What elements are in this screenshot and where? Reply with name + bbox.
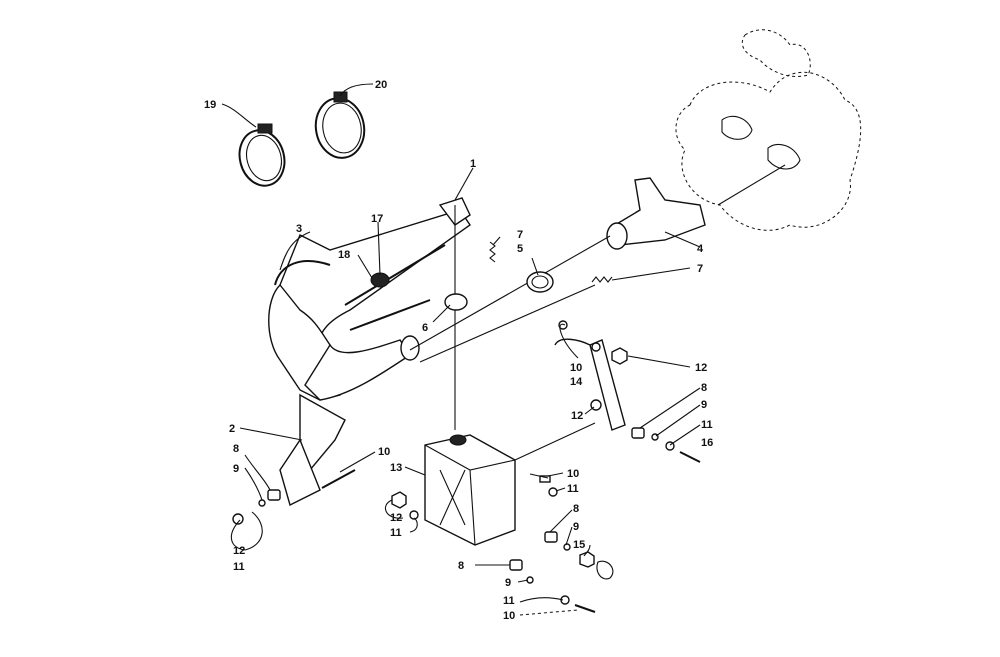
label-10d: 10 bbox=[503, 610, 515, 622]
label-9c: 9 bbox=[573, 521, 579, 533]
label-11e: 11 bbox=[503, 595, 515, 607]
label-14: 14 bbox=[570, 376, 583, 388]
bracket-14 bbox=[554, 338, 626, 431]
label-11c: 11 bbox=[567, 483, 579, 495]
label-11a: 11 bbox=[233, 561, 245, 573]
label-18: 18 bbox=[338, 249, 350, 261]
label-8a: 8 bbox=[233, 443, 239, 455]
label-17: 17 bbox=[371, 213, 383, 225]
muffler-box bbox=[424, 422, 596, 546]
expansion-chamber bbox=[268, 197, 471, 507]
label-11b: 11 bbox=[701, 419, 713, 431]
label-10c: 10 bbox=[567, 468, 579, 480]
label-20: 20 bbox=[375, 79, 387, 91]
label-12a: 12 bbox=[233, 545, 245, 557]
label-13: 13 bbox=[390, 462, 402, 474]
gasket-5 bbox=[526, 271, 554, 293]
label-3: 3 bbox=[296, 223, 302, 235]
clamp-19 bbox=[238, 123, 286, 187]
label-8d: 8 bbox=[458, 560, 464, 572]
label-6: 6 bbox=[422, 322, 428, 334]
label-5: 5 bbox=[517, 243, 523, 255]
label-12c: 12 bbox=[571, 410, 583, 422]
label-8c: 8 bbox=[573, 503, 579, 515]
label-1: 1 bbox=[470, 158, 476, 170]
label-4: 4 bbox=[697, 243, 704, 255]
label-19: 19 bbox=[204, 99, 216, 111]
label-9b: 9 bbox=[701, 399, 707, 411]
label-10b: 10 bbox=[570, 362, 582, 374]
label-9d: 9 bbox=[505, 577, 511, 589]
springs-7 bbox=[419, 241, 613, 363]
label-11d: 11 bbox=[390, 527, 402, 539]
label-7b: 7 bbox=[697, 263, 703, 275]
label-12b: 12 bbox=[695, 362, 707, 374]
label-2: 2 bbox=[229, 423, 235, 435]
clamp-20 bbox=[314, 91, 366, 159]
leader-lines bbox=[221, 83, 701, 616]
label-15: 15 bbox=[573, 539, 585, 551]
label-12d: 12 bbox=[390, 512, 402, 524]
callout-labels: 1 2 3 4 5 6 7 7 8 8 8 8 9 9 9 9 10 10 10… bbox=[204, 79, 713, 622]
exhaust-manifold bbox=[409, 177, 706, 351]
label-7a: 7 bbox=[517, 229, 523, 241]
label-9a: 9 bbox=[233, 463, 239, 475]
label-8b: 8 bbox=[701, 382, 707, 394]
grommet-6 bbox=[444, 293, 468, 311]
hardware bbox=[232, 320, 701, 613]
engine-outline bbox=[675, 29, 862, 231]
label-16: 16 bbox=[701, 437, 713, 449]
label-10a: 10 bbox=[378, 446, 390, 458]
